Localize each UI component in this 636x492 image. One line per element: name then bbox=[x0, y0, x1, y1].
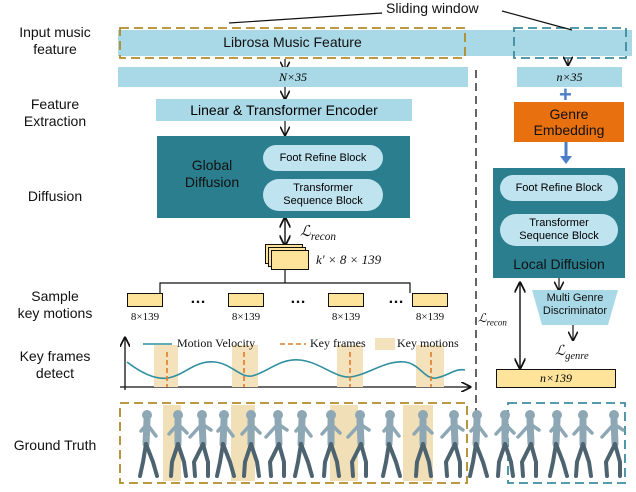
label-feature-extraction: Feature Extraction bbox=[23, 96, 87, 129]
dancer-figure-icon bbox=[346, 410, 371, 478]
global-feature-dim: N×35 bbox=[118, 67, 468, 87]
label-diffusion: Diffusion bbox=[27, 188, 83, 204]
dancer-figure-icon bbox=[412, 410, 434, 478]
label-input-music-feature: Input music feature bbox=[19, 24, 91, 57]
global-window-dashed bbox=[119, 27, 466, 59]
local-recon-loss: ℒrecon bbox=[478, 311, 507, 328]
librosa-feature-label: Librosa Music Feature bbox=[223, 34, 362, 50]
key-motion-highlight bbox=[232, 345, 258, 387]
sliding-window-label: Sliding window bbox=[386, 0, 479, 16]
key-motion-box bbox=[127, 293, 163, 307]
key-motion-box bbox=[328, 293, 364, 307]
dancer-figure-icon bbox=[264, 410, 289, 478]
ellipsis: … bbox=[290, 290, 306, 307]
legend-key-motions: Key motions bbox=[397, 336, 459, 350]
dancer-figure-icon bbox=[381, 410, 402, 478]
motion-velocity-curve bbox=[126, 359, 466, 380]
dancer-figure-icon bbox=[548, 410, 569, 478]
dancer-figure-icon bbox=[138, 410, 159, 478]
key-motion-highlight bbox=[154, 345, 178, 387]
dancer-figure-icon bbox=[600, 410, 625, 478]
key-motion-box bbox=[228, 293, 264, 307]
local-output-dim: n×139 bbox=[496, 369, 616, 388]
genre-loss: ℒgenre bbox=[555, 344, 589, 362]
multi-genre-discriminator: Multi Genre Discriminator bbox=[542, 292, 608, 317]
label-sample-key-motions: Sample key motions bbox=[17, 288, 93, 321]
key-motion-dim-label: 8×139 bbox=[231, 311, 261, 323]
legend-keymotion-swatch bbox=[375, 338, 395, 350]
dancer-figure-icon bbox=[468, 410, 489, 478]
key-motion-stack-1 bbox=[271, 250, 309, 270]
dancer-figure-icon bbox=[494, 410, 516, 478]
dancer-figure-icon bbox=[293, 410, 314, 478]
label-ground-truth: Ground Truth bbox=[13, 437, 97, 453]
ellipsis: … bbox=[388, 290, 404, 307]
dancer-figure-icon bbox=[188, 410, 213, 478]
ellipsis: … bbox=[190, 290, 206, 307]
stack-dimension-label: k′ × 8 × 139 bbox=[316, 252, 382, 267]
dancer-figure-icon bbox=[440, 410, 465, 478]
dancer-figure-icon bbox=[167, 410, 189, 478]
librosa-feature-bar bbox=[118, 30, 632, 56]
global-diffusion-title: Global Diffusion bbox=[184, 157, 240, 190]
local-diffusion-title: Local Diffusion bbox=[513, 256, 605, 272]
label-key-frames-detect: Key frames detect bbox=[19, 348, 91, 381]
dancer-figure-icon bbox=[516, 410, 541, 478]
dancer-figure-icon bbox=[215, 410, 236, 478]
key-motion-dim-label: 8×139 bbox=[130, 311, 160, 323]
global-foot-refine-block: Foot Refine Block bbox=[263, 145, 383, 171]
key-motion-box bbox=[412, 293, 448, 307]
local-feature-dim: n×35 bbox=[517, 67, 622, 87]
global-transformer-block: Transformer Sequence Block bbox=[263, 179, 383, 211]
key-motion-dim-label: 8×139 bbox=[331, 311, 361, 323]
dancer-figure-icon bbox=[240, 410, 262, 478]
legend-motion-velocity: Motion Velocity bbox=[177, 336, 256, 350]
local-foot-refine-block: Foot Refine Block bbox=[500, 175, 618, 201]
gt-global-window bbox=[119, 402, 468, 484]
legend-key-frames: Key frames bbox=[310, 336, 366, 350]
linear-transformer-encoder: Linear & Transformer Encoder bbox=[156, 99, 412, 121]
local-transformer-block: Transformer Sequence Block bbox=[500, 214, 618, 246]
plus-icon: + bbox=[559, 82, 572, 107]
key-motion-dim-label: 8×139 bbox=[415, 311, 445, 323]
global-recon-loss: ℒrecon bbox=[300, 224, 337, 243]
key-motion-highlight bbox=[416, 345, 444, 387]
dancer-figure-icon bbox=[320, 410, 342, 478]
dancer-figure-icon bbox=[572, 410, 594, 478]
genre-embedding: Genre Embedding bbox=[514, 102, 624, 142]
